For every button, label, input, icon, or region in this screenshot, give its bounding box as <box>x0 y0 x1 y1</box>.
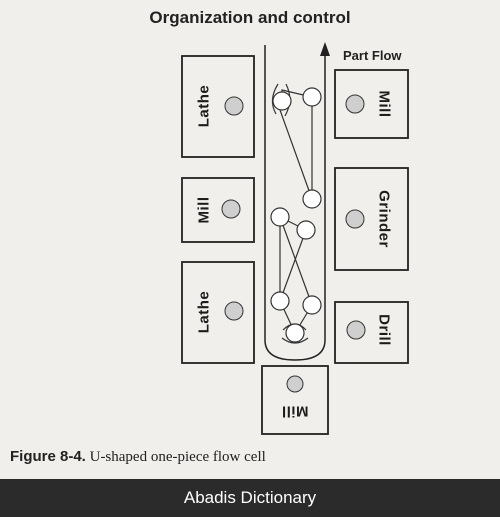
machine-label-drill: Drill <box>375 314 393 346</box>
figure-caption: Figure 8-4. U-shaped one-piece flow cell <box>10 448 266 466</box>
machine-mill-right <box>334 69 409 139</box>
machine-indicator <box>346 320 366 340</box>
machine-indicator <box>221 199 241 219</box>
machine-label-grinder: Grinder <box>375 190 393 248</box>
footer-banner: Abadis Dictionary <box>0 479 500 517</box>
machine-label-lathe-bottom: Lathe <box>195 290 213 334</box>
machine-mill-left <box>181 177 255 243</box>
operator-stations-lower <box>270 207 322 343</box>
machine-indicator <box>224 301 244 321</box>
part-flow-label: Part Flow <box>343 48 402 63</box>
machine-label-mill-left: Mill <box>195 196 213 224</box>
footer-text: Abadis Dictionary <box>183 488 317 507</box>
machine-label-mill-right: Mill <box>375 90 393 118</box>
machine-indicator <box>224 96 244 116</box>
machine-grinder <box>334 167 409 271</box>
u-walkway <box>264 45 326 361</box>
machine-lathe-top <box>181 55 255 158</box>
part-flow-arrowhead <box>320 42 330 56</box>
machine-lathe-bottom <box>181 261 255 364</box>
figure-number: Figure 8-4. <box>10 448 86 465</box>
diagram-title: Organization and control <box>149 8 351 27</box>
machine-indicator <box>345 209 365 229</box>
machine-label-lathe-top: Lathe <box>195 84 213 128</box>
machine-mill-bottom <box>261 365 329 435</box>
operator-stations-upper <box>272 87 322 209</box>
machine-indicator <box>345 94 365 114</box>
machine-label-mill-bottom: Mill <box>281 402 309 420</box>
machine-indicator <box>286 375 304 393</box>
figure-caption-text: U-shaped one-piece flow cell <box>89 449 266 465</box>
machine-drill <box>334 301 409 364</box>
